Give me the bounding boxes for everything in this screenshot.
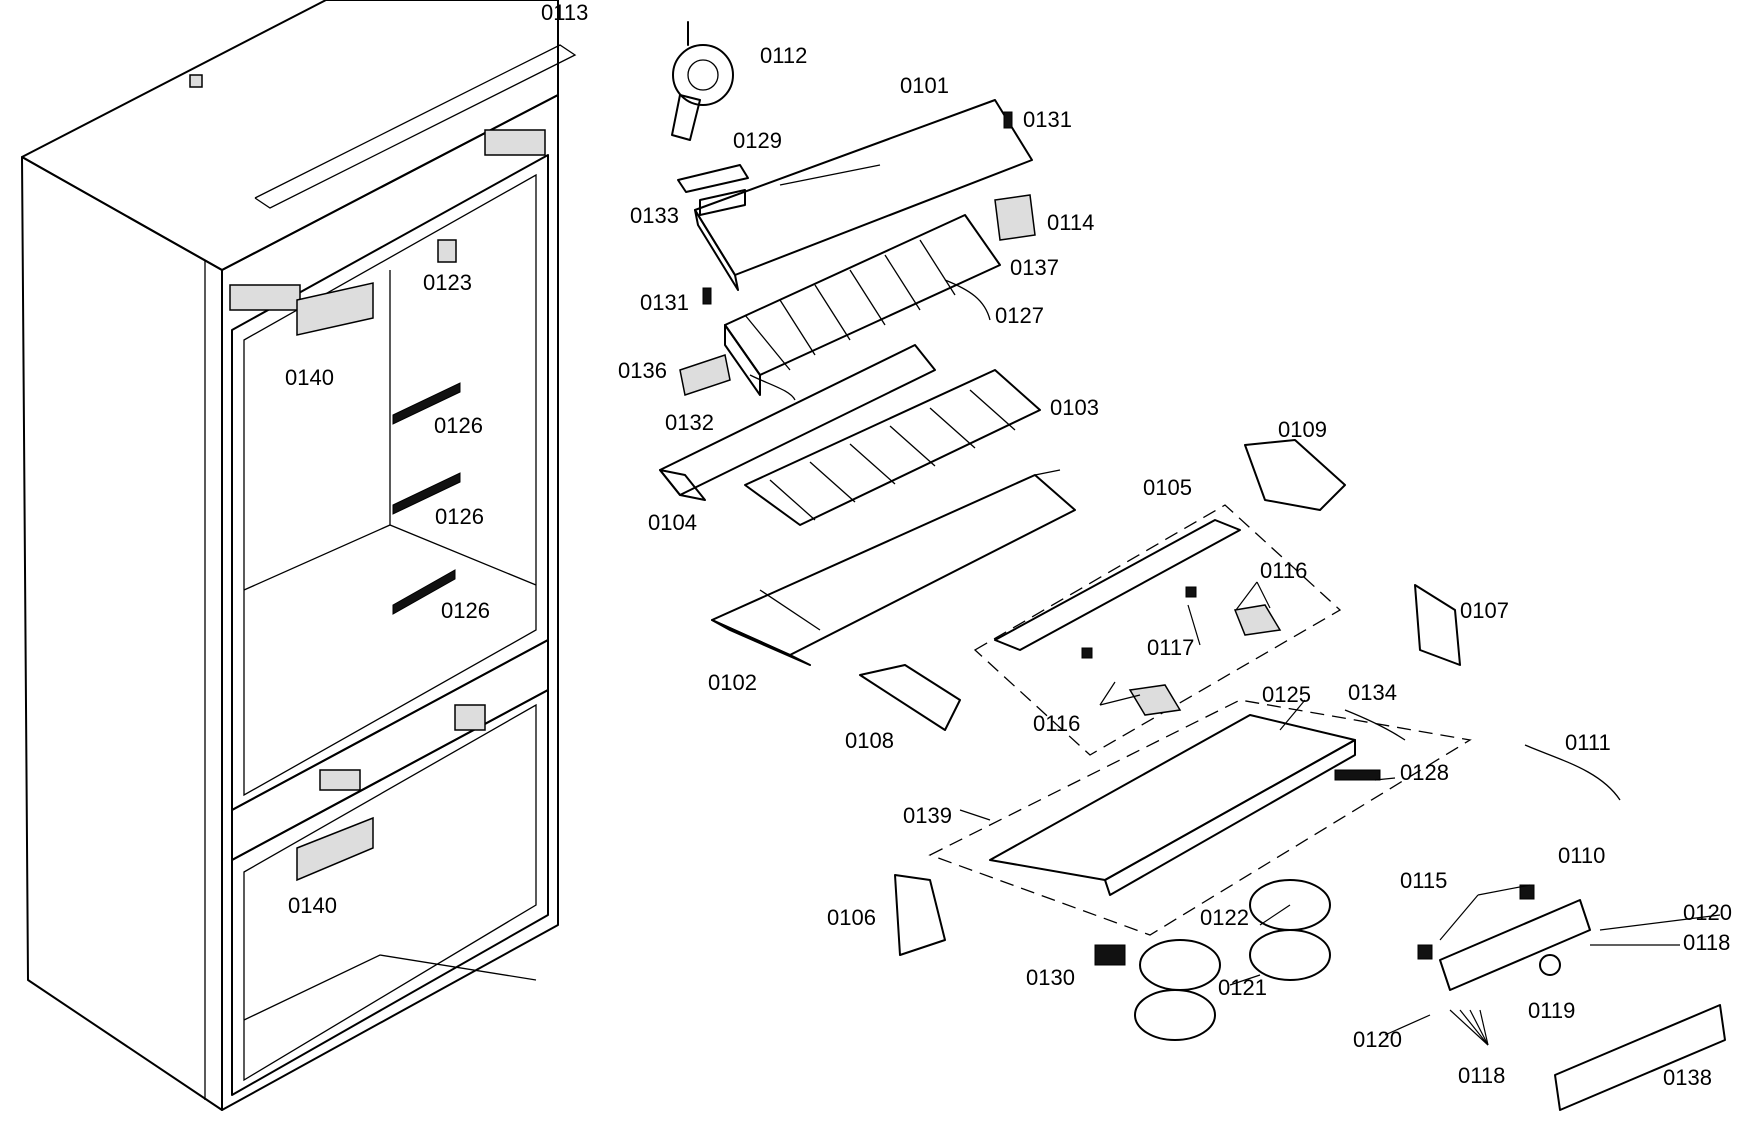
label-0120-right: 0120 bbox=[1683, 900, 1732, 925]
bracket-0108 bbox=[859, 664, 961, 731]
label-0131-mid: 0131 bbox=[640, 290, 689, 315]
knob-0115b bbox=[1417, 944, 1433, 960]
label-0116-upper: 0116 bbox=[1260, 558, 1307, 583]
housing-0139 bbox=[928, 699, 1472, 936]
label-0129: 0129 bbox=[733, 128, 782, 153]
wire-0127 bbox=[944, 279, 991, 321]
bracket-0107 bbox=[1414, 584, 1461, 666]
clip-0114 bbox=[994, 194, 1036, 241]
label-0122: 0122 bbox=[1200, 905, 1249, 930]
label-0134: 0134 bbox=[1348, 680, 1397, 705]
label-0101: 0101 bbox=[900, 73, 949, 98]
label-0113: 0113 bbox=[541, 0, 588, 25]
label-0109: 0109 bbox=[1278, 417, 1327, 442]
control-board bbox=[1439, 899, 1591, 991]
label-0117: 0117 bbox=[1147, 635, 1194, 660]
damper-parts bbox=[1081, 586, 1282, 716]
bracket-0133 bbox=[699, 189, 746, 216]
label-0118-right: 0118 bbox=[1683, 930, 1730, 955]
label-0127: 0127 bbox=[995, 303, 1044, 328]
label-0116-lower: 0116 bbox=[1033, 711, 1080, 736]
label-0112: 0112 bbox=[760, 43, 807, 68]
label-0137: 0137 bbox=[1010, 255, 1059, 280]
label-0140-lower: 0140 bbox=[288, 893, 337, 918]
label-0119: 0119 bbox=[1528, 998, 1575, 1023]
label-0107: 0107 bbox=[1460, 598, 1509, 623]
wire-0111 bbox=[1524, 744, 1621, 801]
evaporator-coil bbox=[724, 214, 1001, 396]
label-0138: 0138 bbox=[1663, 1065, 1712, 1090]
fan-motor bbox=[671, 21, 734, 141]
label-0126-c: 0126 bbox=[441, 598, 490, 623]
channel-0105 bbox=[973, 504, 1342, 756]
screw-icon bbox=[702, 287, 712, 305]
label-0103: 0103 bbox=[1050, 395, 1099, 420]
label-0120-left: 0120 bbox=[1353, 1027, 1402, 1052]
label-0102: 0102 bbox=[708, 670, 757, 695]
evaporator-cover bbox=[694, 99, 1033, 291]
label-0125: 0125 bbox=[1262, 682, 1311, 707]
strip-0128 bbox=[1334, 769, 1381, 781]
fascia-0138 bbox=[1554, 1004, 1726, 1111]
label-0132: 0132 bbox=[665, 410, 714, 435]
label-0105: 0105 bbox=[1143, 475, 1192, 500]
part-0130 bbox=[1094, 944, 1126, 966]
wire-0134 bbox=[1344, 709, 1406, 741]
label-0123: 0123 bbox=[423, 270, 472, 295]
label-0126-a: 0126 bbox=[434, 413, 483, 438]
wire-0132 bbox=[749, 374, 796, 401]
label-0118-bottom: 0118 bbox=[1458, 1063, 1505, 1088]
label-0110: 0110 bbox=[1558, 843, 1605, 868]
label-0128: 0128 bbox=[1400, 760, 1449, 785]
label-0126-b: 0126 bbox=[435, 504, 484, 529]
label-0108: 0108 bbox=[845, 728, 894, 753]
shroud bbox=[711, 469, 1076, 666]
label-0136: 0136 bbox=[618, 358, 667, 383]
label-0104: 0104 bbox=[648, 510, 697, 535]
label-0114: 0114 bbox=[1047, 210, 1094, 235]
bracket-0109 bbox=[1244, 439, 1346, 511]
rings bbox=[1134, 879, 1331, 1041]
bracket-0129 bbox=[677, 164, 749, 193]
knob-0119 bbox=[1539, 954, 1561, 976]
label-0140-upper: 0140 bbox=[285, 365, 334, 390]
label-0139: 0139 bbox=[903, 803, 952, 828]
screw-icon bbox=[1003, 111, 1013, 129]
part-labels: 0113 0112 0101 0131 0129 0133 0114 0137 … bbox=[285, 0, 1732, 1090]
refrigerator-cabinet bbox=[21, 0, 577, 1111]
label-0121: 0121 bbox=[1218, 975, 1267, 1000]
label-0130: 0130 bbox=[1026, 965, 1075, 990]
drip-tray bbox=[744, 369, 1041, 526]
label-0133: 0133 bbox=[630, 203, 679, 228]
label-0111: 0111 bbox=[1565, 730, 1611, 755]
clip-0136 bbox=[679, 354, 731, 396]
label-0106: 0106 bbox=[827, 905, 876, 930]
drain-trough bbox=[659, 344, 936, 501]
label-0115: 0115 bbox=[1400, 868, 1447, 893]
leader-lines bbox=[959, 581, 1721, 1046]
bracket-0106 bbox=[894, 874, 946, 956]
label-0131-top: 0131 bbox=[1023, 107, 1072, 132]
